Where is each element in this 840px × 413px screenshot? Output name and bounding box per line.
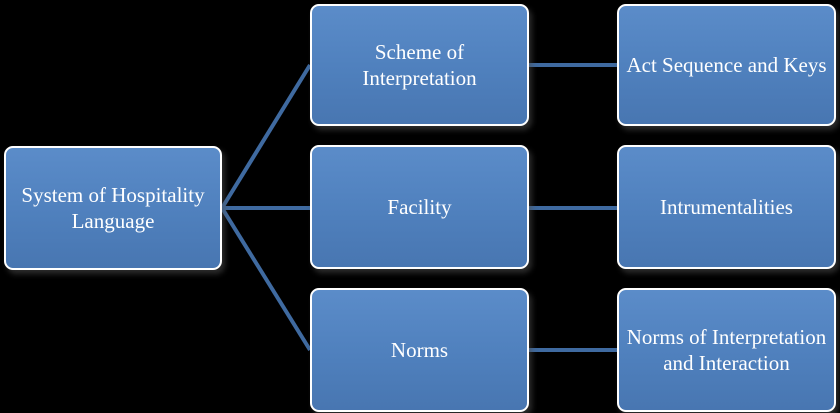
root-node-label: System of Hospitality Language (21, 183, 205, 233)
leaf-node-label: Norms of Interpretation and Interaction (626, 325, 827, 375)
root-node-system-of-hospitality-language: System of Hospitality Language (4, 146, 222, 270)
branch-node-facility: Facility (310, 145, 529, 269)
branch-node-norms: Norms (310, 288, 529, 412)
leaf-node-label: Intrumentalities (660, 195, 793, 219)
branch-node-scheme-of-interpretation: Scheme of Interpretation (310, 4, 529, 126)
leaf-node-intrumentalities: Intrumentalities (617, 145, 836, 269)
leaf-node-act-sequence-and-keys: Act Sequence and Keys (617, 4, 836, 126)
leaf-node-label: Act Sequence and Keys (626, 53, 827, 77)
branch-node-label: Norms (390, 338, 449, 362)
leaf-node-norms-of-interpretation-and-interaction: Norms of Interpretation and Interaction (617, 288, 836, 412)
connector-root-to-scheme (220, 63, 312, 210)
connector-root-to-norms (220, 206, 312, 352)
branch-node-label: Scheme of Interpretation (362, 40, 477, 90)
branch-node-label: Facility (387, 195, 452, 219)
